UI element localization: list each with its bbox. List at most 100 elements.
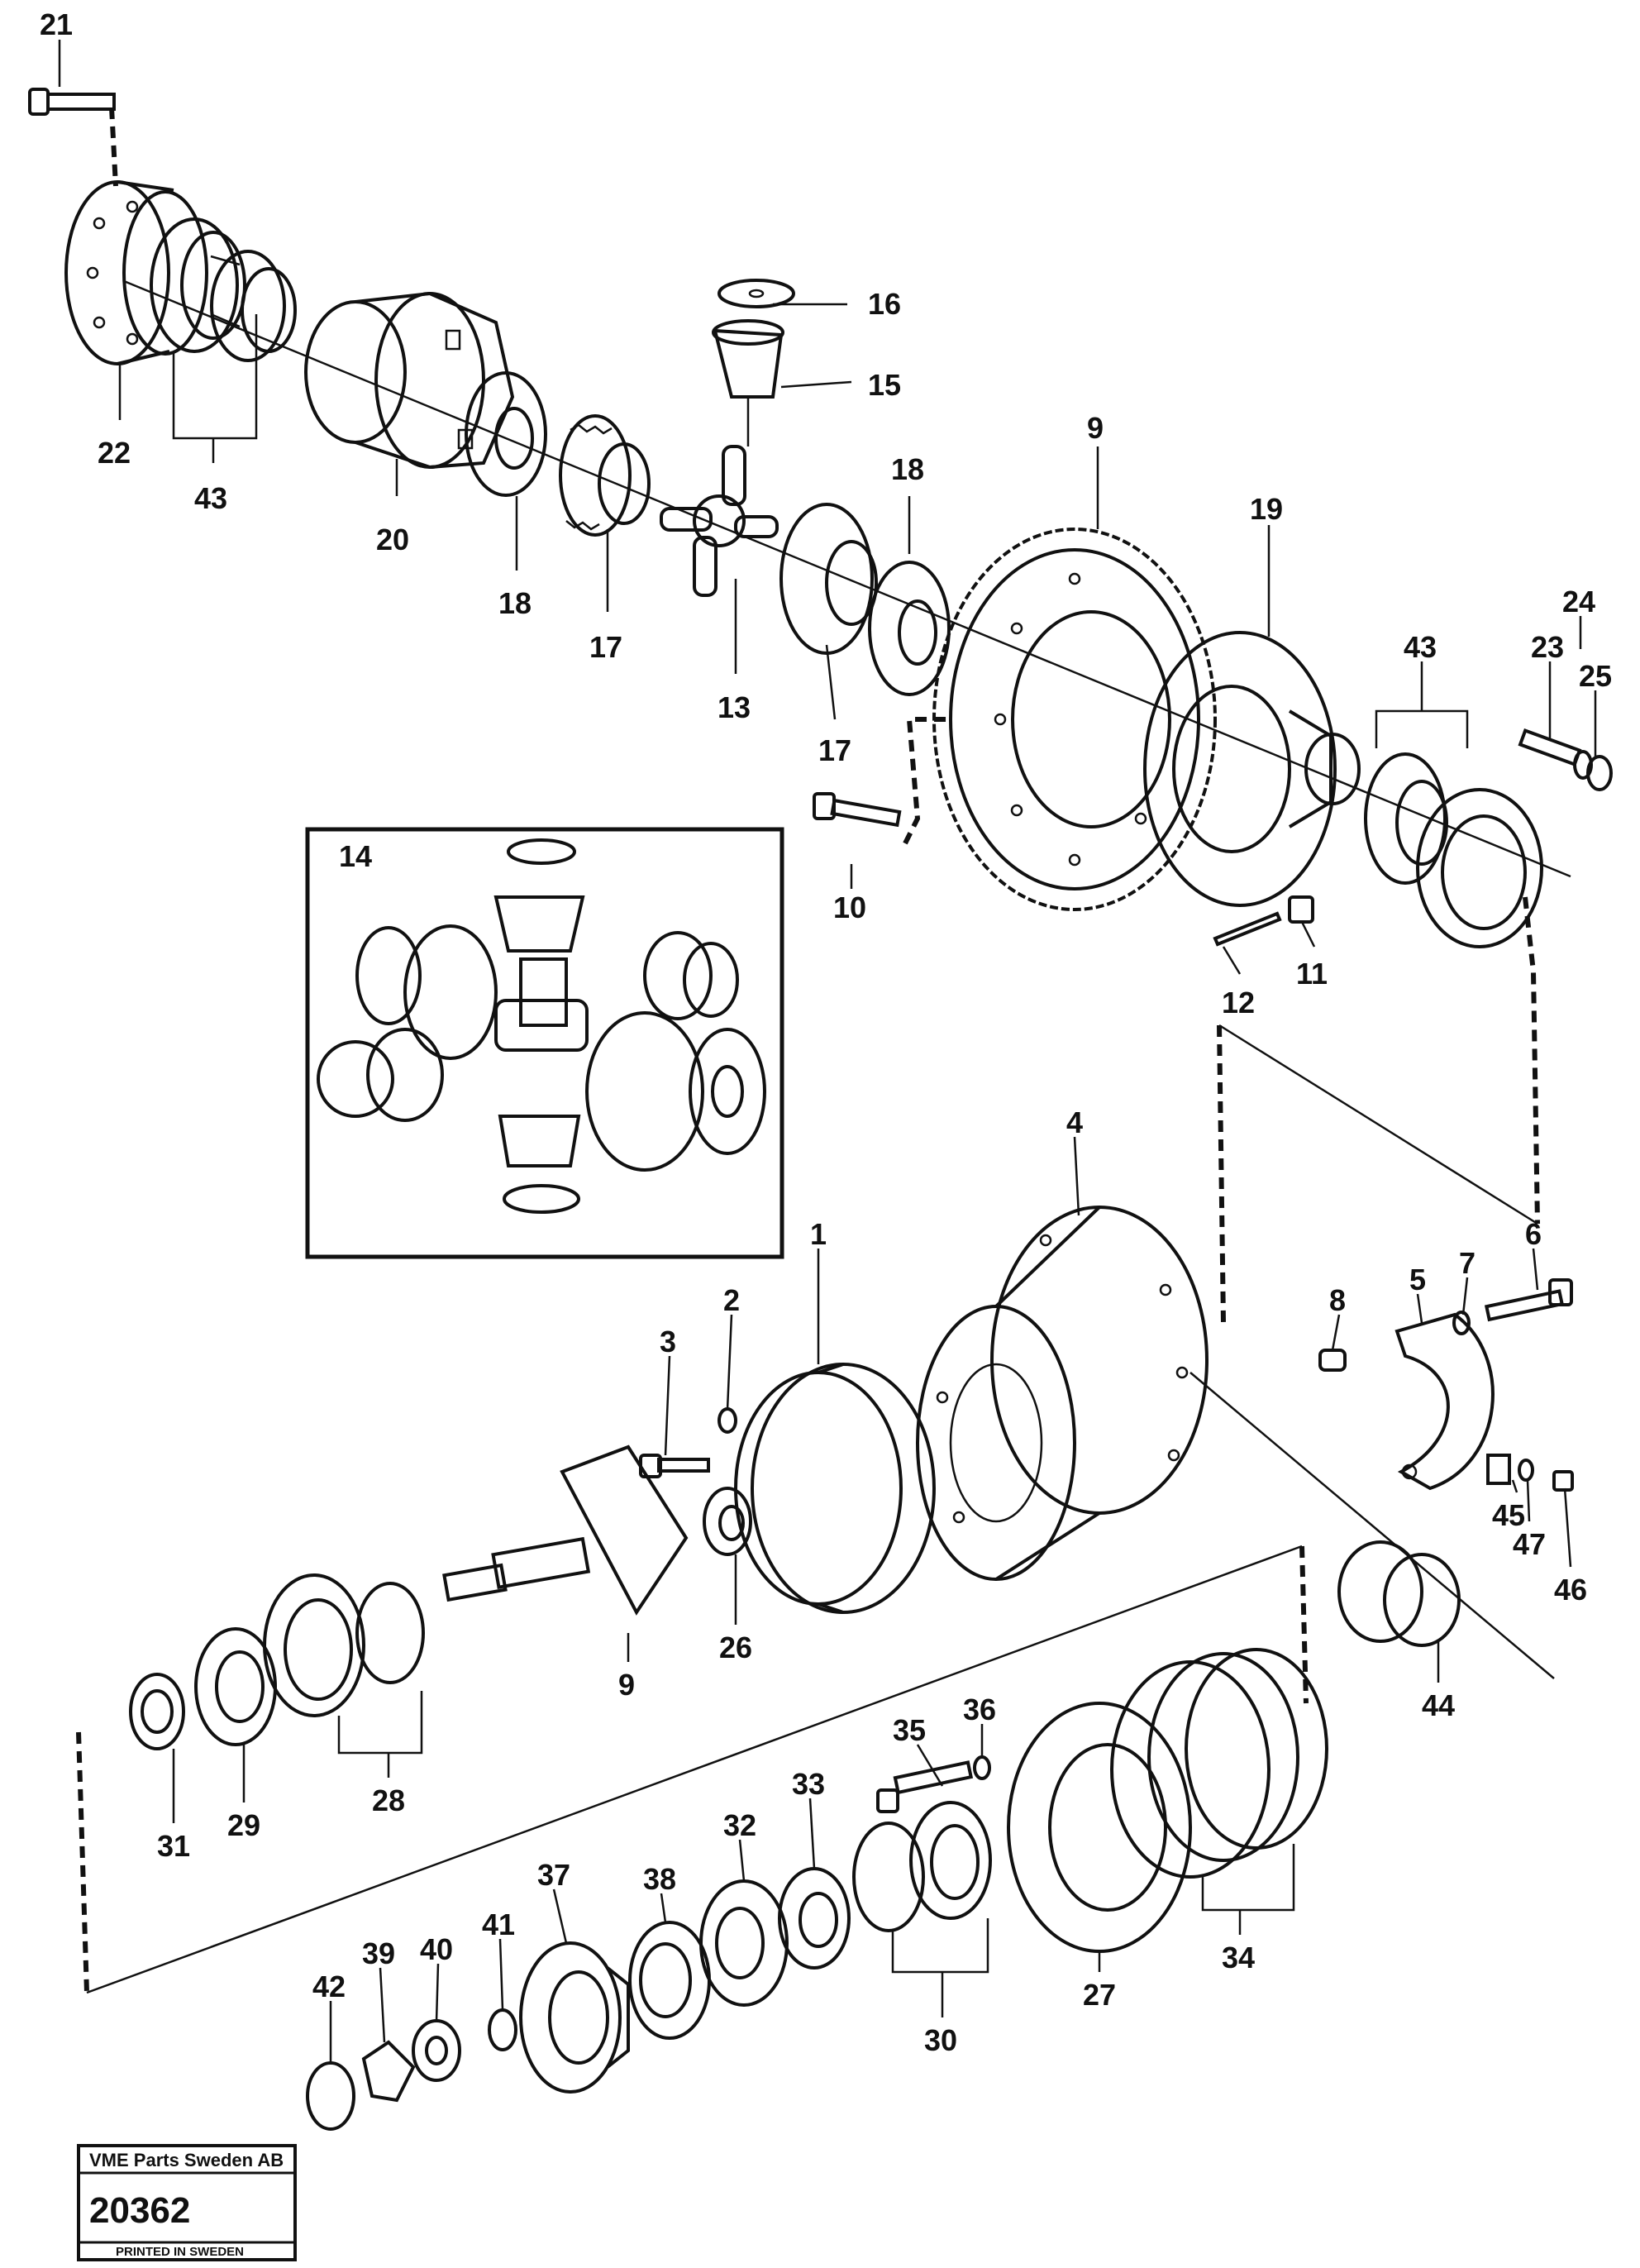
inset-frame xyxy=(305,827,784,1259)
callout-2: 2 xyxy=(723,1283,740,1317)
callout-39: 39 xyxy=(362,1936,395,1970)
callout-43-top: 43 xyxy=(194,481,227,515)
part-washer-41 xyxy=(488,2008,517,2051)
callout-6: 6 xyxy=(1525,1217,1542,1251)
callout-34: 34 xyxy=(1222,1941,1255,1974)
callout-28: 28 xyxy=(372,1783,405,1817)
part-bolt-21 xyxy=(28,88,118,187)
part-crown-wheel-9 xyxy=(932,528,1217,911)
callout-16: 16 xyxy=(868,287,901,321)
callout-18-right: 18 xyxy=(891,452,924,486)
callout-40: 40 xyxy=(420,1932,453,1966)
part-seal-33 xyxy=(778,1867,851,1970)
callout-45: 45 xyxy=(1492,1498,1525,1532)
callout-24: 24 xyxy=(1562,585,1595,618)
part-washer-36 xyxy=(973,1755,991,1780)
title-block: VME Parts Sweden AB 20362 PRINTED IN SWE… xyxy=(77,2144,297,2261)
callout-1: 1 xyxy=(810,1217,827,1251)
part-spider-13 xyxy=(660,445,779,597)
part-bearing-30 xyxy=(852,1801,992,1932)
callout-22: 22 xyxy=(98,436,131,470)
callout-labels: 21 22 43 20 18 17 16 15 13 18 17 9 19 43… xyxy=(40,7,1612,2057)
callout-41: 41 xyxy=(482,1908,515,1941)
part-nut-40 xyxy=(412,2019,461,2082)
callout-35: 35 xyxy=(893,1713,926,1747)
callout-42: 42 xyxy=(312,1970,346,2003)
connector-line-right xyxy=(1523,896,1540,1225)
part-flange-22 xyxy=(64,180,208,365)
part-lock-plate-39 xyxy=(361,2040,416,2103)
part-flange-38 xyxy=(628,1921,711,2040)
part-clamp-5 xyxy=(1394,1312,1495,1491)
callout-33: 33 xyxy=(792,1767,825,1801)
inset-spider-assembly-14 xyxy=(305,827,784,1259)
connector-line-diag xyxy=(1218,1024,1538,1225)
callout-30: 30 xyxy=(924,2023,957,2057)
title-block-company: VME Parts Sweden AB xyxy=(89,2150,284,2170)
part-washer-2 xyxy=(718,1407,737,1434)
part-bolt-46 xyxy=(1552,1470,1574,1492)
part-ring-nut-44 xyxy=(1189,1372,1555,1679)
leader-lines xyxy=(58,40,1597,2063)
callout-14: 14 xyxy=(339,839,372,873)
part-bushing-8 xyxy=(1318,1349,1347,1372)
part-bearing-28 xyxy=(263,1573,425,1717)
callout-37: 37 xyxy=(537,1858,570,1892)
part-yoke-37 xyxy=(519,1941,630,2094)
callout-9-bottom: 9 xyxy=(618,1668,635,1702)
part-ring-1 xyxy=(734,1363,936,1614)
callout-13: 13 xyxy=(718,690,751,724)
callout-31: 31 xyxy=(157,1829,190,1863)
part-thrust-washer-18-left xyxy=(465,371,547,497)
part-bolt-10 xyxy=(813,717,951,845)
title-block-drawing-number: 20362 xyxy=(89,2190,190,2231)
part-shims-34 xyxy=(1110,1648,1328,1879)
connector-line-mid xyxy=(1217,1024,1226,1324)
part-spacer-31 xyxy=(129,1673,185,1750)
connector-line-lower-right xyxy=(1299,1545,1309,1704)
callout-12: 12 xyxy=(1222,986,1255,1019)
callout-25: 25 xyxy=(1579,659,1612,693)
callout-27: 27 xyxy=(1083,1978,1116,2012)
part-race-32 xyxy=(699,1879,789,2007)
callout-4: 4 xyxy=(1066,1105,1083,1139)
callout-21: 21 xyxy=(40,7,73,41)
callout-10: 10 xyxy=(833,890,866,924)
callout-8: 8 xyxy=(1329,1283,1346,1317)
part-washer-47 xyxy=(1518,1459,1534,1482)
part-bolt-35 xyxy=(876,1760,974,1813)
callout-29: 29 xyxy=(227,1808,260,1842)
part-thrust-washer-18-right xyxy=(868,561,951,696)
part-bolt-3 xyxy=(639,1454,710,1478)
part-bearing-43-top xyxy=(150,217,297,362)
callout-46: 46 xyxy=(1554,1573,1587,1607)
part-cotter-pin-12 xyxy=(1213,911,1282,947)
callout-15: 15 xyxy=(868,368,901,402)
callout-19: 19 xyxy=(1250,492,1283,526)
part-diff-case-19 xyxy=(1143,631,1361,907)
part-stud-23-washer-24-nut-25 xyxy=(1518,728,1613,791)
callout-43-right: 43 xyxy=(1404,630,1437,664)
part-bracket-45 xyxy=(1486,1454,1511,1485)
callout-17-right: 17 xyxy=(818,733,851,767)
callout-5: 5 xyxy=(1409,1263,1426,1296)
callout-38: 38 xyxy=(643,1862,676,1896)
part-cover-27 xyxy=(1007,1702,1192,1953)
part-washer-7 xyxy=(1452,1311,1471,1335)
part-bearing-26 xyxy=(703,1487,752,1556)
part-housing-4 xyxy=(916,1206,1209,1581)
part-diff-case-20 xyxy=(304,292,515,469)
callout-20: 20 xyxy=(376,523,409,556)
connector-line-lower-left xyxy=(76,1731,89,1993)
title-block-frame xyxy=(77,2144,297,2261)
part-nut-11 xyxy=(1288,895,1314,924)
callout-18-left: 18 xyxy=(498,586,532,620)
part-pinion-shaft-9 xyxy=(442,1444,689,1616)
part-bearing-43-right xyxy=(1364,752,1543,948)
part-circlip-42 xyxy=(306,2061,355,2131)
title-block-printed: PRINTED IN SWEDEN xyxy=(116,2245,244,2259)
part-pinion-gear-15 xyxy=(712,319,784,446)
callout-11: 11 xyxy=(1296,957,1328,991)
part-washer-16 xyxy=(718,279,795,308)
